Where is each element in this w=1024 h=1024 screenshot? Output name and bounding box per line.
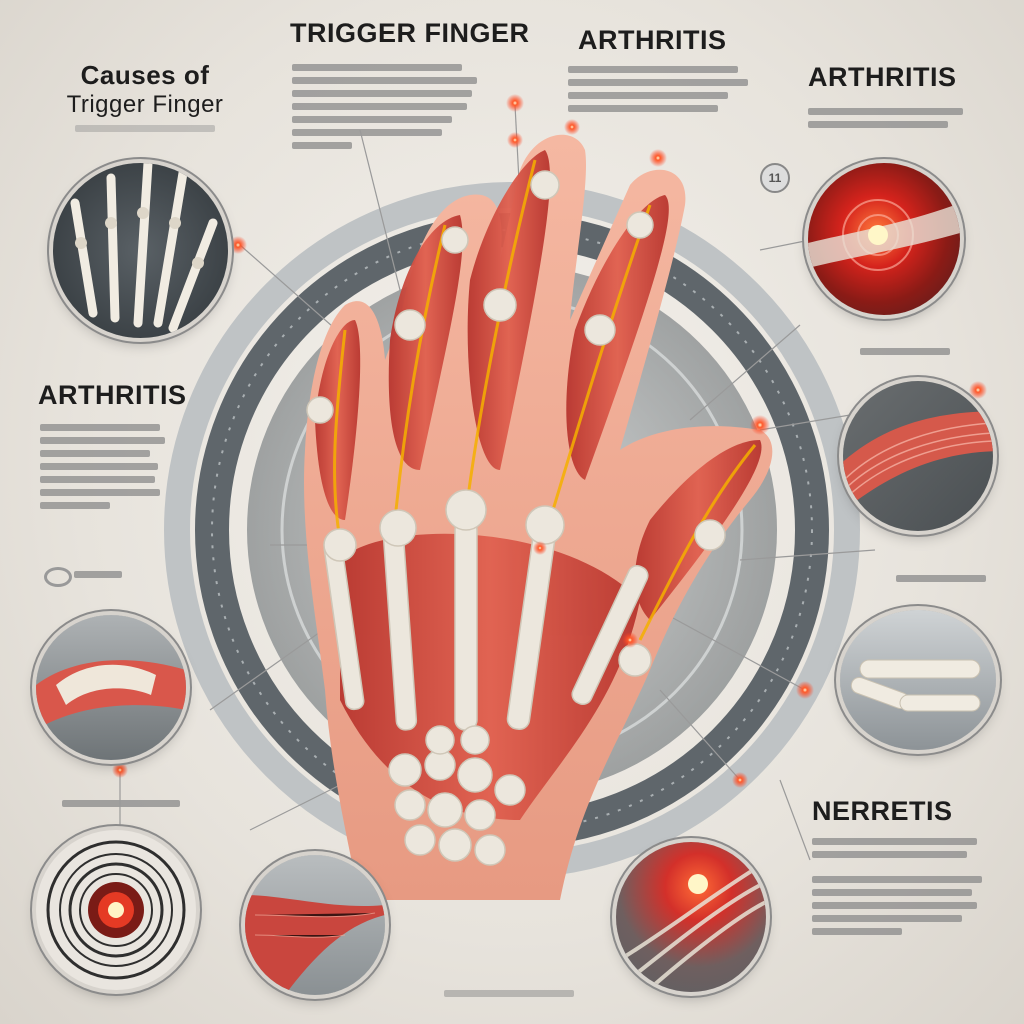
caption-left-bottom (62, 800, 180, 807)
caption-right-1 (860, 348, 950, 355)
label-right-bottom: NERRETIS (812, 796, 953, 826)
text-block-right-bottom (812, 832, 982, 941)
detail-circle-skeleton (53, 163, 228, 338)
text-block-right-top (808, 102, 968, 134)
caption-bottom-center (444, 990, 574, 997)
title-left-line2: Trigger Finger (66, 91, 224, 118)
text-block-top-center (292, 58, 487, 155)
detail-circle-inflammation-target (36, 830, 196, 990)
key-caption (74, 571, 122, 578)
title-top-center: TRIGGER FINGER (290, 18, 530, 48)
detail-circle-tendon-fibers (843, 381, 993, 531)
detail-circle-cross-section (245, 855, 385, 995)
key-icon (44, 567, 72, 587)
text-block-left-middle (40, 418, 200, 515)
title-top-right: ARTHRITIS (578, 25, 727, 55)
detail-circle-finger-bone (840, 610, 996, 750)
label-right-top: ARTHRITIS (808, 62, 957, 92)
caption-right-2 (896, 575, 986, 582)
info-badge-icon: 11 (760, 163, 790, 193)
detail-circle-arthritis-joint (808, 163, 960, 315)
title-left: Causes of Trigger Finger (40, 60, 250, 132)
text-block-top-right (568, 60, 753, 118)
detail-circle-tendon-sheath (36, 615, 186, 760)
pain-point (506, 94, 524, 112)
detail-circle-nerve-inflammation (616, 842, 766, 992)
title-left-line1: Causes of (80, 60, 210, 90)
label-left-middle: ARTHRITIS (38, 380, 187, 410)
